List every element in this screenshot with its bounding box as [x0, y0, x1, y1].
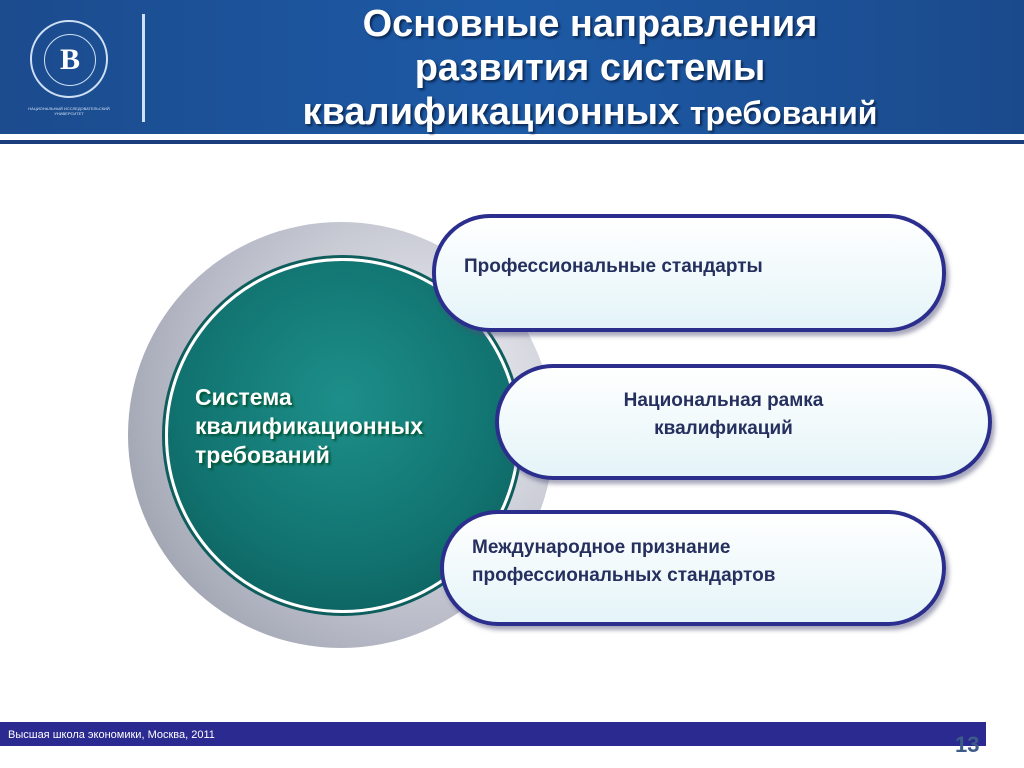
direction-national-framework: Национальная рамка квалификаций	[495, 364, 992, 480]
center-label: Система квалификационных требований	[195, 383, 423, 470]
footer-bar: Высшая школа экономики, Москва, 2011	[0, 722, 986, 746]
center-label-line: Система	[195, 384, 292, 410]
direction-label: профессиональных стандартов	[472, 565, 776, 586]
center-label-line: требований	[195, 442, 330, 468]
logo-caption: НАЦИОНАЛЬНЫЙ ИССЛЕДОВАТЕЛЬСКИЙ УНИВЕРСИТ…	[28, 106, 110, 116]
title-line-1: Основные направления	[362, 3, 818, 45]
direction-label: Профессиональные стандарты	[464, 256, 763, 277]
direction-professional-standards: Профессиональные стандарты	[432, 214, 946, 332]
direction-label: Международное признание	[472, 537, 731, 558]
header-separator	[142, 14, 145, 122]
direction-label: Национальная рамка	[623, 390, 824, 411]
direction-label: квалификаций	[654, 418, 793, 439]
header-divider	[0, 136, 1024, 140]
title-word: квалификационных	[302, 91, 680, 133]
hse-logo: В	[30, 20, 108, 98]
header-divider-dark	[0, 140, 1024, 144]
title-line-3: квалификационных требований	[160, 90, 1020, 135]
slide-title: Основные направления развития системы кв…	[160, 2, 1020, 135]
title-line-2: развития системы	[414, 47, 766, 89]
page-number: 13	[955, 732, 980, 757]
center-label-line: квалификационных	[195, 413, 424, 439]
logo-letter: В	[44, 34, 96, 86]
direction-international-recognition: Международное признание профессиональных …	[440, 510, 946, 626]
slide-header	[0, 0, 1024, 134]
footer-text: Высшая школа экономики, Москва, 2011	[8, 729, 215, 741]
title-word-small: требований	[689, 95, 878, 131]
